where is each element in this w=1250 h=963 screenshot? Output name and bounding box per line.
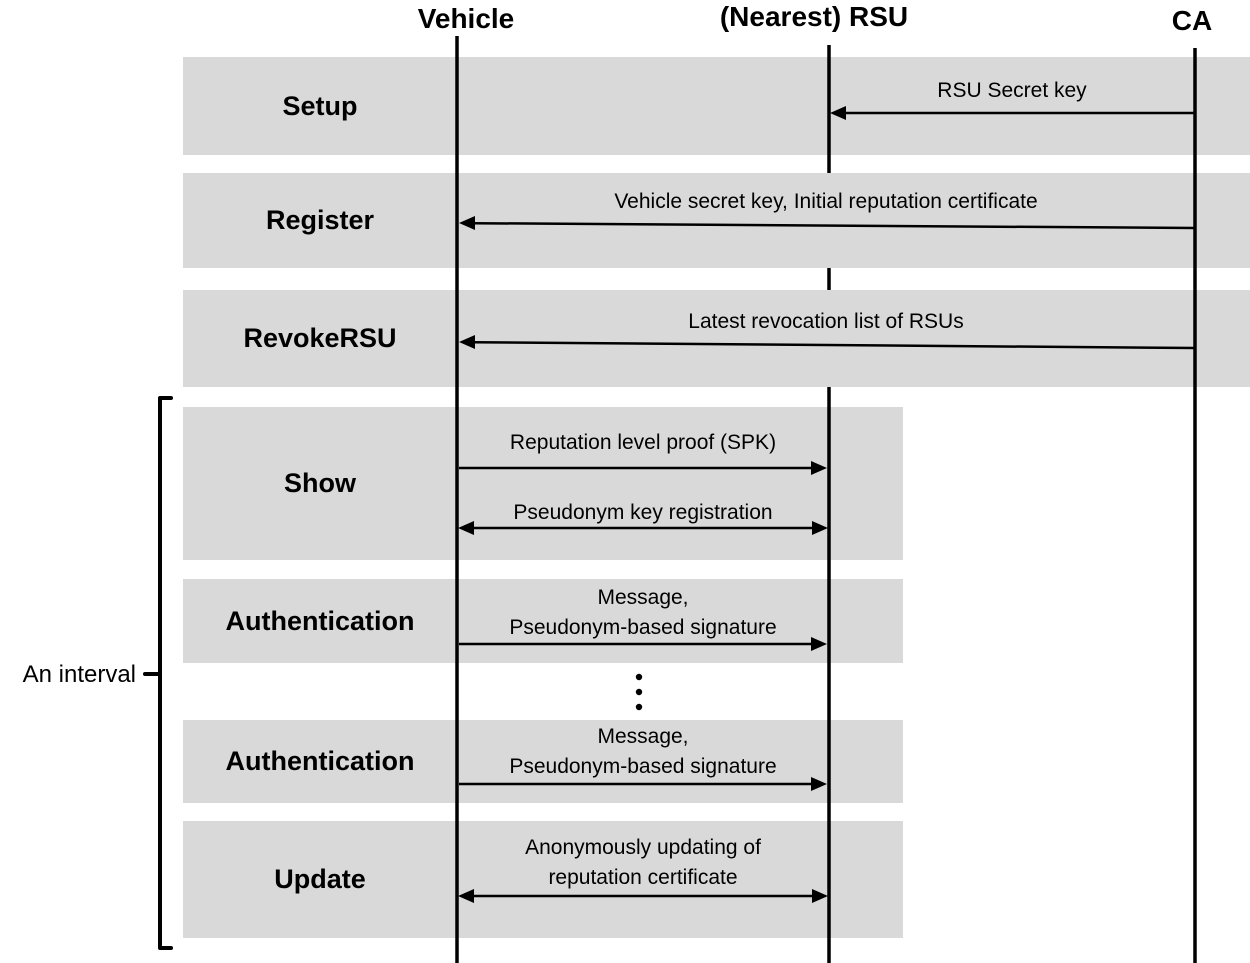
phase-band-show	[183, 407, 903, 560]
actor-label-ca: CA	[1171, 5, 1213, 36]
message-line: Latest revocation list of RSUs	[688, 310, 964, 333]
message-line: Anonymously updating of	[525, 836, 761, 859]
message-line: reputation certificate	[548, 866, 738, 889]
continuation-dots-icon	[635, 673, 643, 711]
message-line: Reputation level proof (SPK)	[509, 431, 777, 454]
arrow-authentication-2	[459, 777, 827, 791]
phase-label-show: Show	[284, 468, 356, 498]
message-line: Pseudonym-based signature	[509, 616, 777, 639]
arrow-authentication-1	[459, 637, 827, 651]
phase-label-register: Register	[265, 205, 375, 235]
message-line: Message,	[597, 586, 689, 609]
message-line: Message,	[597, 725, 689, 748]
message-line: Vehicle secret key, Initial reputation c…	[614, 190, 1038, 213]
message-reputation-level-proof: Reputation level proof (SPK)	[459, 428, 827, 458]
phase-label-update: Update	[274, 864, 366, 894]
phase-band-setup	[183, 57, 1250, 155]
phase-label-setup: Setup	[282, 90, 358, 121]
arrow-reputation-level-proof	[459, 461, 827, 475]
arrow-revocation-list	[459, 335, 1196, 350]
phase-label-revokersu: RevokeRSU	[243, 323, 397, 353]
message-update-reputation: Anonymously updating of reputation certi…	[459, 833, 827, 893]
phase-label-authentication-1: Authentication	[225, 605, 415, 636]
message-rsu-secret-key: RSU Secret key	[852, 76, 1172, 106]
phase-label-authentication-2: Authentication	[225, 746, 415, 776]
message-revocation-list: Latest revocation list of RSUs	[506, 307, 1146, 337]
message-authentication-2: Message, Pseudonym-based signature	[459, 722, 827, 782]
message-line: Pseudonym key registration	[513, 501, 773, 524]
actor-label-vehicle: Vehicle	[417, 3, 515, 34]
message-line: Pseudonym-based signature	[509, 755, 777, 778]
arrow-vehicle-secret-key	[459, 216, 1196, 230]
message-pseudonym-key-registration: Pseudonym key registration	[459, 498, 827, 528]
arrow-pseudonym-key-registration	[458, 521, 828, 535]
phase-band-revokersu	[183, 290, 1250, 387]
message-line: RSU Secret key	[937, 79, 1087, 102]
message-vehicle-secret-key: Vehicle secret key, Initial reputation c…	[506, 187, 1146, 217]
phase-band-authentication-1	[183, 579, 903, 663]
arrow-rsu-secret-key	[830, 106, 1195, 120]
actor-label-rsu: (Nearest) RSU	[719, 1, 909, 32]
arrow-update-reputation	[458, 889, 828, 903]
phase-band-register	[183, 173, 1250, 268]
phase-band-authentication-2	[183, 720, 903, 803]
interval-label: An interval	[22, 661, 136, 688]
interval-bracket	[143, 396, 173, 950]
phase-band-update	[183, 821, 903, 938]
message-authentication-1: Message, Pseudonym-based signature	[459, 583, 827, 643]
